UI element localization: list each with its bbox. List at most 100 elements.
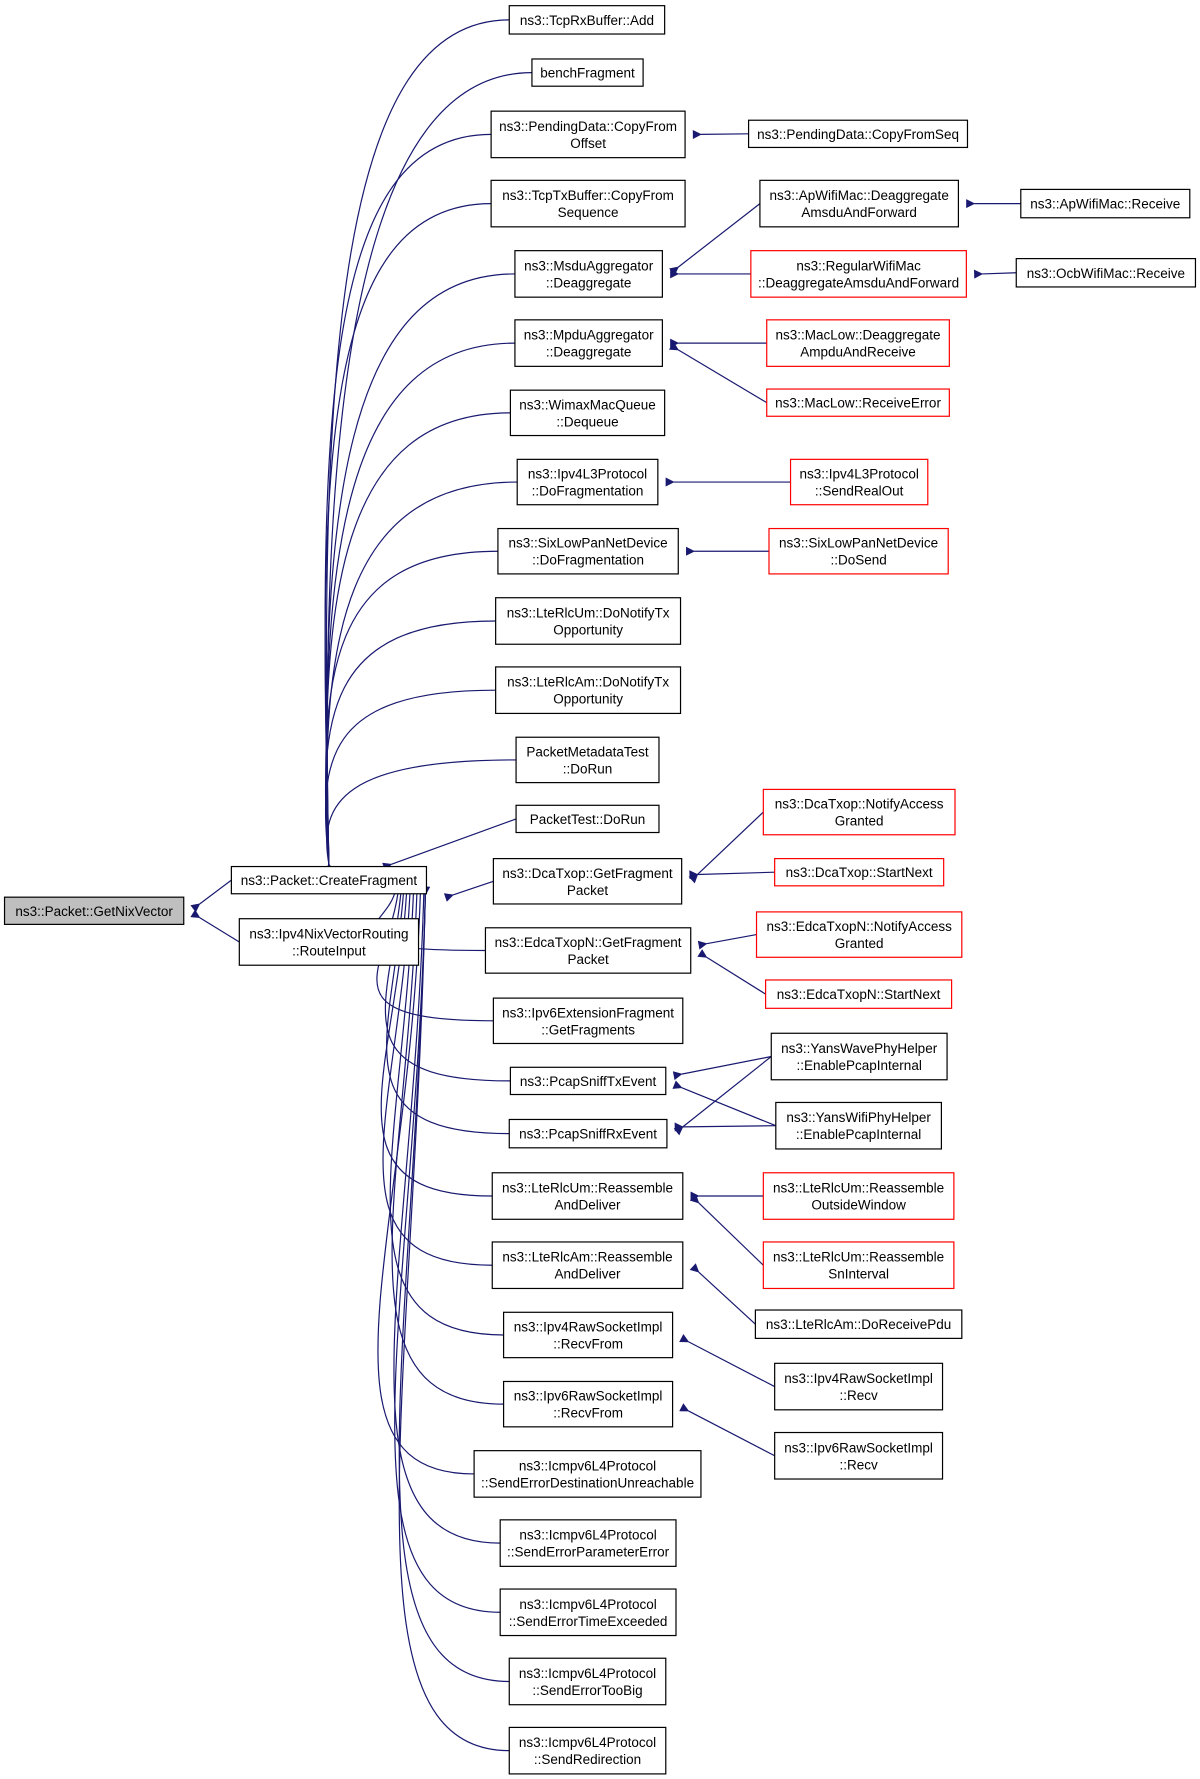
node-pkttestrun-box[interactable] bbox=[515, 804, 660, 834]
node-pendcopyseq-box[interactable] bbox=[747, 119, 969, 149]
node-lterlcamreass-box[interactable] bbox=[491, 1241, 684, 1290]
node-dcanotify-box[interactable] bbox=[762, 788, 956, 836]
node-ipv4rawrecvfrom[interactable]: ns3::Ipv4RawSocketImpl::RecvFrom bbox=[502, 1311, 674, 1359]
node-ipv4rawrecv-box[interactable] bbox=[774, 1362, 944, 1411]
node-pendcopyseq[interactable]: ns3::PendingData::CopyFromSeq bbox=[747, 119, 969, 149]
node-yanswave-box[interactable] bbox=[770, 1032, 948, 1081]
node-lterlcamrecvpdu-box[interactable] bbox=[754, 1309, 963, 1339]
node-ipv6rawrecv[interactable]: ns3::Ipv6RawSocketImpl::Recv bbox=[774, 1431, 944, 1480]
node-mpdudeagg-box[interactable] bbox=[514, 319, 663, 367]
node-icmpdest[interactable]: ns3::Icmpv6L4Protocol::SendErrorDestinat… bbox=[473, 1450, 702, 1498]
node-maclowrecverr-box[interactable] bbox=[766, 388, 950, 417]
node-ipv6rawrecvfrom-box[interactable] bbox=[502, 1380, 674, 1428]
node-yanswave[interactable]: ns3::YansWavePhyHelper::EnablePcapIntern… bbox=[770, 1032, 948, 1081]
node-icmpparam[interactable]: ns3::Icmpv6L4Protocol::SendErrorParamete… bbox=[499, 1519, 677, 1567]
node-getnix-box[interactable] bbox=[3, 896, 185, 925]
node-ipv4nix-box[interactable] bbox=[238, 918, 420, 966]
node-pcaprx[interactable]: ns3::PcapSniffRxEvent bbox=[508, 1118, 668, 1149]
node-icmpredir[interactable]: ns3::Icmpv6L4Protocol::SendRedirection bbox=[508, 1726, 667, 1775]
node-icmptime[interactable]: ns3::Icmpv6L4Protocol::SendErrorTimeExce… bbox=[499, 1588, 677, 1637]
node-icmpbig[interactable]: ns3::Icmpv6L4Protocol::SendErrorTooBig bbox=[508, 1657, 667, 1706]
node-mpdudeagg[interactable]: ns3::MpduAggregator::Deaggregate bbox=[514, 319, 663, 367]
node-maclowdeagg-box[interactable] bbox=[766, 319, 950, 367]
node-ipv6rawrecvfrom[interactable]: ns3::Ipv6RawSocketImpl::RecvFrom bbox=[502, 1380, 674, 1428]
node-pcaprx-box[interactable] bbox=[508, 1118, 668, 1149]
node-sixlowdosend[interactable]: ns3::SixLowPanNetDevice::DoSend bbox=[768, 527, 949, 575]
node-ipv4rawrecv[interactable]: ns3::Ipv4RawSocketImpl::Recv bbox=[774, 1362, 944, 1411]
node-maclowrecverr[interactable]: ns3::MacLow::ReceiveError bbox=[766, 388, 950, 417]
node-createfrag[interactable]: ns3::Packet::CreateFragment bbox=[230, 865, 428, 895]
node-sixlowfrag[interactable]: ns3::SixLowPanNetDevice::DoFragmentation bbox=[497, 527, 679, 575]
node-apwifirecv-box[interactable] bbox=[1020, 188, 1191, 219]
node-lterlcamrecvpdu[interactable]: ns3::LteRlcAm::DoReceivePdu bbox=[754, 1309, 963, 1339]
node-tcprxadd-box[interactable] bbox=[508, 5, 666, 35]
node-pendcopy-box[interactable] bbox=[490, 110, 686, 159]
node-wimaxdeq-box[interactable] bbox=[509, 389, 666, 437]
node-ipv4l3frag-box[interactable] bbox=[516, 458, 659, 506]
node-sixlowfrag-box[interactable] bbox=[497, 527, 679, 575]
node-msdudeagg[interactable]: ns3::MsduAggregator::Deaggregate bbox=[514, 250, 663, 298]
node-pktmetarun-box[interactable] bbox=[515, 736, 660, 784]
node-lterlcumoutside-box[interactable] bbox=[762, 1172, 955, 1220]
node-dcastartnext[interactable]: ns3::DcaTxop::StartNext bbox=[774, 858, 945, 887]
node-sixlowdosend-box[interactable] bbox=[768, 527, 949, 575]
node-tcprxadd[interactable]: ns3::TcpRxBuffer::Add bbox=[508, 5, 666, 35]
node-apwifideagg-box[interactable] bbox=[759, 179, 960, 228]
node-ipv4l3frag[interactable]: ns3::Ipv4L3Protocol::DoFragmentation bbox=[516, 458, 659, 506]
node-edcanotify-box[interactable] bbox=[755, 911, 963, 958]
node-ipv4rawrecvfrom-box[interactable] bbox=[502, 1311, 674, 1359]
node-regwifideagg-box[interactable] bbox=[750, 250, 967, 298]
node-pktmetarun[interactable]: PacketMetadataTest::DoRun bbox=[515, 736, 660, 784]
node-yanswifi[interactable]: ns3::YansWifiPhyHelper::EnablePcapIntern… bbox=[775, 1101, 942, 1150]
node-icmpbig-box[interactable] bbox=[508, 1657, 667, 1706]
node-ocbwifirecv-box[interactable] bbox=[1015, 258, 1197, 288]
node-wimaxdeq[interactable]: ns3::WimaxMacQueue::Dequeue bbox=[509, 389, 666, 437]
node-dcagetfrag-box[interactable] bbox=[492, 858, 683, 905]
node-apwifirecv[interactable]: ns3::ApWifiMac::Receive bbox=[1020, 188, 1191, 219]
node-icmpdest-box[interactable] bbox=[473, 1450, 702, 1498]
node-edcastartnext-box[interactable] bbox=[764, 979, 953, 1009]
node-edcastartnext[interactable]: ns3::EdcaTxopN::StartNext bbox=[764, 979, 953, 1009]
node-dcastartnext-box[interactable] bbox=[774, 858, 945, 887]
node-pcaptx[interactable]: ns3::PcapSniffTxEvent bbox=[509, 1066, 667, 1096]
node-lterlcumsn-box[interactable] bbox=[762, 1241, 955, 1290]
node-ipv4nix[interactable]: ns3::Ipv4NixVectorRouting::RouteInput bbox=[238, 918, 420, 966]
node-ipv4l3sendreal-box[interactable] bbox=[789, 458, 929, 506]
node-apwifideagg[interactable]: ns3::ApWifiMac::DeaggregateAmsduAndForwa… bbox=[759, 179, 960, 228]
node-lterlcamnotify-box[interactable] bbox=[495, 666, 682, 715]
node-icmptime-box[interactable] bbox=[499, 1588, 677, 1637]
node-lterlcumnotify-box[interactable] bbox=[495, 597, 682, 645]
node-pcaptx-box[interactable] bbox=[509, 1066, 667, 1096]
node-bench-box[interactable] bbox=[531, 58, 644, 87]
node-ipv6rawrecv-box[interactable] bbox=[774, 1431, 944, 1480]
node-icmpredir-box[interactable] bbox=[508, 1726, 667, 1775]
node-pkttestrun[interactable]: PacketTest::DoRun bbox=[515, 804, 660, 834]
node-yanswifi-box[interactable] bbox=[775, 1101, 942, 1150]
node-icmpparam-box[interactable] bbox=[499, 1519, 677, 1567]
node-bench[interactable]: benchFragment bbox=[531, 58, 644, 87]
node-createfrag-box[interactable] bbox=[230, 865, 428, 895]
node-lterlcumreass-box[interactable] bbox=[491, 1172, 684, 1220]
node-ipv6extfrag-box[interactable] bbox=[492, 997, 684, 1045]
node-getnix[interactable]: ns3::Packet::GetNixVector bbox=[3, 896, 185, 925]
node-ipv4l3sendreal[interactable]: ns3::Ipv4L3Protocol::SendRealOut bbox=[789, 458, 929, 506]
node-regwifideagg[interactable]: ns3::RegularWifiMac::DeaggregateAmsduAnd… bbox=[750, 250, 967, 298]
node-tcptxcopy-box[interactable] bbox=[490, 179, 686, 228]
node-ipv6extfrag[interactable]: ns3::Ipv6ExtensionFragment::GetFragments bbox=[492, 997, 684, 1045]
node-edcagetfrag-box[interactable] bbox=[484, 927, 692, 974]
node-ocbwifirecv[interactable]: ns3::OcbWifiMac::Receive bbox=[1015, 258, 1197, 288]
node-msdudeagg-box[interactable] bbox=[514, 250, 663, 298]
